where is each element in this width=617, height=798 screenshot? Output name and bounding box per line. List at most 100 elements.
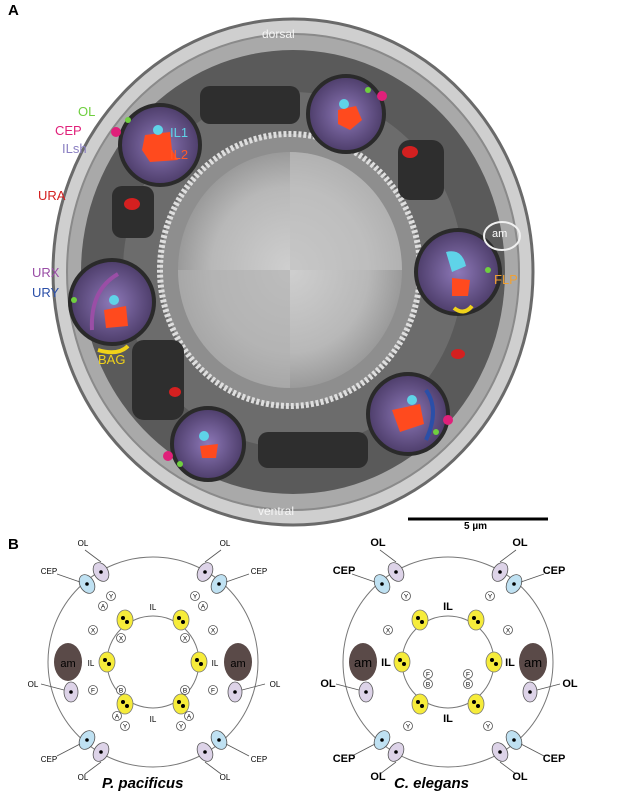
sensillum-bottom <box>170 406 246 482</box>
leader-line <box>225 573 250 583</box>
ol-label: OL <box>78 773 89 782</box>
leader-line <box>335 683 360 691</box>
ol-label: OL <box>78 539 89 548</box>
leader-line <box>520 743 545 757</box>
letter-label: F <box>211 688 215 695</box>
letter-label: A <box>187 714 192 721</box>
letter-label: B <box>426 682 430 689</box>
ol-label: OL <box>370 537 386 549</box>
cep-cell-nucleus <box>217 738 221 742</box>
letter-label: X <box>386 628 391 635</box>
panel-letter-a: A <box>8 2 19 19</box>
ol-label: OL <box>220 773 231 782</box>
leader-line <box>40 683 65 691</box>
cep-cell-nucleus <box>85 738 89 742</box>
cep-cell-nucleus <box>512 738 516 742</box>
letter-label: Y <box>179 724 184 731</box>
letter-circle <box>423 669 433 679</box>
letter-label: Y <box>486 724 491 731</box>
ol-cell <box>433 429 439 435</box>
il-dot <box>476 620 480 624</box>
letter-circle <box>198 601 208 611</box>
sensillum-left <box>68 258 156 355</box>
letter-circle <box>403 721 413 731</box>
il-label: IL <box>443 601 453 613</box>
ura-neuron <box>451 349 465 359</box>
letter-circle <box>503 625 513 635</box>
species-c-elegans: C. elegans <box>394 775 470 792</box>
il-dot <box>195 658 199 662</box>
leader-line <box>379 549 397 563</box>
am-label: am <box>354 655 372 670</box>
species-p-pacificus: P. pacificus <box>102 775 184 792</box>
il-label: IL <box>505 657 515 669</box>
il-dot <box>476 704 480 708</box>
letter-circle <box>88 685 98 695</box>
leader-line <box>56 573 81 583</box>
ol-cell-nucleus <box>364 690 368 694</box>
ura-neuron <box>124 198 140 210</box>
il-dot <box>125 704 129 708</box>
label-ol: OL <box>78 104 96 119</box>
amphid <box>519 643 547 681</box>
cep-label: CEP <box>41 567 57 576</box>
il-dot <box>420 704 424 708</box>
sensillum-right <box>414 228 502 316</box>
label-bag: BAG <box>98 352 126 367</box>
ol-cell-nucleus <box>203 750 207 754</box>
il-cell <box>116 609 134 631</box>
label-ura: URA <box>38 188 66 203</box>
label-ilsh: ILsh <box>62 141 87 156</box>
label-urx: URX <box>32 265 60 280</box>
letter-circle <box>116 633 126 643</box>
letter-circle <box>180 633 190 643</box>
letter-circle <box>88 625 98 635</box>
il-cell <box>411 609 429 631</box>
il-dot <box>402 662 406 666</box>
letter-label: X <box>183 636 188 643</box>
il-dot <box>177 700 181 704</box>
letter-circle <box>383 625 393 635</box>
il-dot <box>177 616 181 620</box>
il-cell <box>467 693 485 715</box>
label-ury: URY <box>32 285 60 300</box>
il-dot <box>107 662 111 666</box>
leader-line <box>499 761 517 775</box>
letter-circle <box>190 591 200 601</box>
il-dot <box>181 704 185 708</box>
letter-circle <box>463 669 473 679</box>
ol-cell-nucleus <box>69 690 73 694</box>
tissue-block-left-upper <box>112 186 154 238</box>
label-flp: FLP <box>494 272 518 287</box>
inner-ring <box>401 615 495 709</box>
il-cell <box>485 651 503 673</box>
amphid <box>349 643 377 681</box>
cep-label: CEP <box>41 755 57 764</box>
leader-line <box>204 549 222 563</box>
cep-label: CEP <box>251 755 267 764</box>
cep-label: CEP <box>543 753 566 765</box>
letter-label: X <box>506 628 511 635</box>
ura-neuron <box>402 146 418 158</box>
leader-line <box>499 549 517 563</box>
ol-label: OL <box>28 680 39 689</box>
leader-line <box>204 761 222 775</box>
sensillum-bottom-right <box>366 372 450 456</box>
letter-circle <box>116 685 126 695</box>
letter-circle <box>98 601 108 611</box>
il-label: IL <box>88 659 95 668</box>
letter-label: Y <box>123 724 128 731</box>
sensillum-top-left <box>118 103 202 187</box>
am-label: am <box>230 658 245 670</box>
il-cell <box>393 651 411 673</box>
letter-label: F <box>426 672 430 679</box>
il-cell <box>411 693 429 715</box>
cep-cell-nucleus <box>380 738 384 742</box>
cep-cell <box>111 127 121 137</box>
ol-label: OL <box>370 771 386 783</box>
cep-cell-nucleus <box>380 582 384 586</box>
il-dot <box>416 616 420 620</box>
leader-line <box>379 761 397 775</box>
il-dot <box>121 616 125 620</box>
letter-label: Y <box>404 594 409 601</box>
